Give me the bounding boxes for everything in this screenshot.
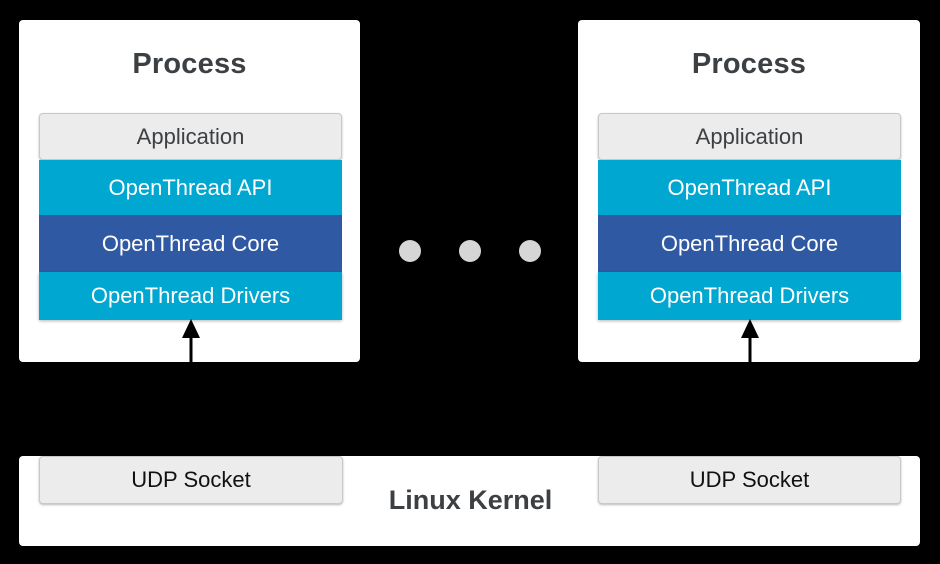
udp-socket-label: UDP Socket: [131, 467, 251, 492]
process-box-left: Process Application OpenThread API OpenT…: [19, 20, 360, 362]
ellipsis-dot-2: [459, 240, 481, 262]
ellipsis-dot-1: [399, 240, 421, 262]
udp-socket-label: UDP Socket: [689, 467, 810, 492]
layer-openthread-api-right: OpenThread API: [598, 160, 901, 215]
layer-openthread-core-right: OpenThread Core: [598, 215, 901, 272]
layer-label: OpenThread Drivers: [90, 283, 291, 308]
layer-label: Application: [695, 123, 804, 149]
process-box-right: Process Application OpenThread API OpenT…: [578, 20, 920, 362]
process-title-left: Process: [132, 48, 247, 80]
layer-label: OpenThread Core: [660, 230, 839, 256]
kernel-label: Linux Kernel: [388, 485, 553, 515]
layer-openthread-drivers-left: OpenThread Drivers: [39, 272, 342, 320]
layer-application-right: Application: [598, 113, 901, 160]
layer-label: OpenThread Core: [101, 230, 280, 256]
ellipsis-dot-3: [519, 240, 541, 262]
udp-socket-left: UDP Socket: [39, 456, 343, 504]
layer-openthread-drivers-right: OpenThread Drivers: [598, 272, 901, 320]
arrow-udp-to-drivers-left: [182, 319, 200, 364]
layer-openthread-core-left: OpenThread Core: [39, 215, 342, 272]
layer-application-left: Application: [39, 113, 342, 160]
layer-openthread-api-left: OpenThread API: [39, 160, 342, 215]
layer-label: OpenThread API: [108, 174, 273, 200]
process-title-right: Process: [691, 48, 807, 80]
layer-label: OpenThread Drivers: [649, 283, 850, 308]
kernel-box: UDP Socket Linux Kernel UDP Socket: [19, 456, 920, 546]
arrow-udp-to-drivers-right: [741, 319, 759, 364]
layer-label: OpenThread API: [667, 174, 832, 200]
layer-label: Application: [136, 123, 245, 149]
udp-socket-right: UDP Socket: [598, 456, 901, 504]
